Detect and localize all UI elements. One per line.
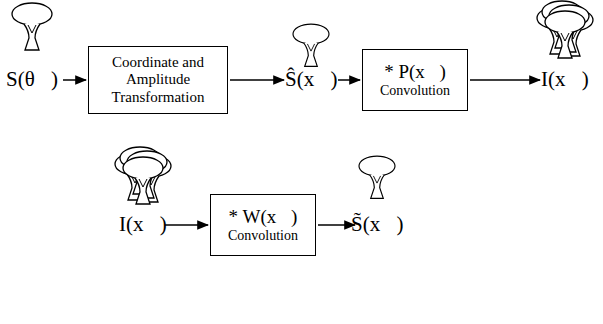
signal-label: I(x⃗) bbox=[119, 212, 167, 237]
signal-label: S̃(x⃗) bbox=[351, 212, 404, 237]
box-label: * W(x⃗) bbox=[229, 206, 298, 228]
flow-arrow bbox=[338, 79, 360, 81]
flow-arrow bbox=[165, 224, 208, 226]
box-label: Coordinate and Amplitude Transformation bbox=[96, 54, 220, 106]
box-caption: Convolution bbox=[228, 228, 298, 244]
process-box: * P(x⃗)Convolution bbox=[362, 49, 468, 111]
flow-arrow bbox=[470, 79, 540, 81]
process-box: Coordinate and Amplitude Transformation bbox=[88, 46, 228, 114]
signal-label: Ŝ(x⃗) bbox=[285, 67, 338, 92]
tree-icon bbox=[359, 156, 395, 198]
signal-label: S(θ⃗) bbox=[6, 67, 58, 92]
blurred-tree-icon bbox=[537, 1, 593, 58]
box-label: * P(x⃗) bbox=[384, 61, 446, 83]
flow-arrow bbox=[230, 79, 284, 81]
tree-icon bbox=[293, 24, 329, 66]
process-box: * W(x⃗)Convolution bbox=[210, 194, 316, 256]
tree-icon bbox=[12, 3, 52, 50]
blurred-tree-icon bbox=[115, 147, 171, 204]
box-caption: Convolution bbox=[380, 83, 450, 99]
signal-label: I(x⃗) bbox=[541, 67, 589, 92]
flow-arrow bbox=[63, 79, 86, 81]
flow-arrow bbox=[318, 224, 355, 226]
